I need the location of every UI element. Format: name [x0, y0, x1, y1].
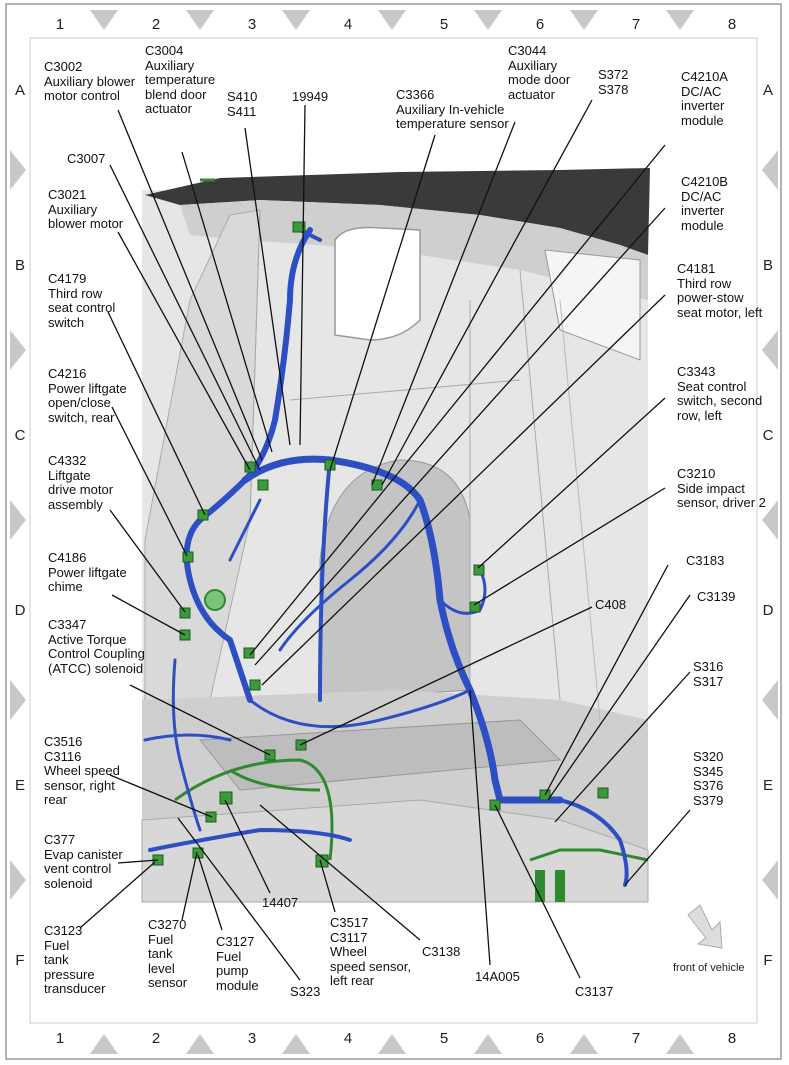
label-19949: 19949: [292, 89, 329, 104]
label-c4210a: C4210A DC/AC inverter module: [681, 69, 728, 128]
col-label-bottom-7: 7: [631, 1030, 641, 1047]
col-label-bottom-8: 8: [727, 1030, 737, 1047]
col-label-bottom-4: 4: [343, 1030, 353, 1047]
label-c3139: C3139: [697, 589, 736, 604]
row-label-right-a: A: [762, 82, 773, 99]
label-c4216: C4216 Power liftgate open/close switch, …: [48, 366, 127, 425]
label-s323: S323: [290, 984, 321, 999]
label-14a005: 14A005: [475, 969, 520, 984]
col-label-top-3: 3: [247, 16, 257, 33]
col-label-bottom-3: 3: [247, 1030, 257, 1047]
label-s372: S372 S378: [598, 67, 629, 97]
front-of-vehicle-label: front of vehicle: [673, 962, 745, 974]
grid-markers: [10, 10, 778, 1054]
label-c377: C377 Evap canister vent control solenoid: [44, 832, 123, 891]
label-c3138: C3138: [422, 944, 461, 959]
label-c4210b: C4210B DC/AC inverter module: [681, 174, 728, 233]
col-label-top-2: 2: [151, 16, 161, 33]
vehicle-body: [141, 168, 650, 903]
col-label-bottom-6: 6: [535, 1030, 545, 1047]
label-c3021: C3021 Auxiliary blower motor: [48, 187, 124, 231]
col-label-top-6: 6: [535, 16, 545, 33]
label-c3183: C3183: [686, 553, 725, 568]
row-label-left-f: F: [15, 952, 25, 969]
row-label-left-c: C: [14, 427, 26, 444]
col-label-top-7: 7: [631, 16, 641, 33]
row-label-right-c: C: [762, 427, 774, 444]
label-c3517: C3517 C3117 Wheel speed sensor, left rea…: [330, 915, 411, 988]
leader-lines: [79, 99, 691, 981]
row-label-left-b: B: [14, 257, 25, 274]
label-c3123: C3123 Fuel tank pressure transducer: [44, 923, 106, 996]
label-c4332: C4332 Liftgate drive motor assembly: [48, 453, 114, 512]
col-label-top-4: 4: [343, 16, 353, 33]
col-label-bottom-2: 2: [151, 1030, 161, 1047]
label-c3137: C3137: [575, 984, 614, 999]
label-c3366: C3366 Auxiliary In-vehicle temperature s…: [396, 87, 509, 131]
label-c3002: C3002 Auxiliary blower motor control: [44, 59, 136, 103]
front-arrow-icon: [687, 904, 723, 949]
label-s320: S320 S345 S376 S379: [693, 749, 724, 808]
label-c408: C408: [595, 597, 627, 612]
label-c3516: C3516 C3116 Wheel speed sensor, right re…: [44, 734, 120, 807]
label-c3343: C3343 Seat control switch, second row, l…: [677, 364, 763, 423]
col-label-bottom-1: 1: [55, 1030, 65, 1047]
row-label-right-b: B: [762, 257, 773, 274]
label-c3044: C3044 Auxiliary mode door actuator: [508, 43, 571, 102]
col-label-top-5: 5: [439, 16, 449, 33]
label-c3347: C3347 Active Torque Control Coupling (AT…: [48, 617, 145, 676]
label-c3127: C3127 Fuel pump module: [216, 934, 259, 993]
col-label-bottom-5: 5: [439, 1030, 449, 1047]
row-label-right-f: F: [763, 952, 773, 969]
row-label-left-a: A: [14, 82, 25, 99]
row-label-left-e: E: [14, 777, 25, 794]
col-label-top-1: 1: [55, 16, 65, 33]
label-c3210: C3210 Side impact sensor, driver 2: [677, 466, 766, 510]
label-c4179: C4179 Third row seat control switch: [48, 271, 116, 330]
label-14407: 14407: [262, 895, 299, 910]
label-c4186: C4186 Power liftgate chime: [48, 550, 127, 594]
row-label-left-d: D: [14, 602, 26, 619]
label-s410: S410 S411: [227, 89, 258, 119]
label-c3007: C3007: [67, 151, 106, 166]
label-c4181: C4181 Third row power-stow seat motor, l…: [677, 261, 763, 320]
row-label-right-e: E: [762, 777, 773, 794]
inner-frame: [29, 37, 758, 1024]
label-s316: S316 S317: [693, 659, 724, 689]
col-label-top-8: 8: [727, 16, 737, 33]
label-c3270: C3270 Fuel tank level sensor: [148, 917, 188, 990]
row-label-right-d: D: [762, 602, 774, 619]
label-c3004: C3004 Auxiliary temperature blend door a…: [145, 43, 216, 116]
